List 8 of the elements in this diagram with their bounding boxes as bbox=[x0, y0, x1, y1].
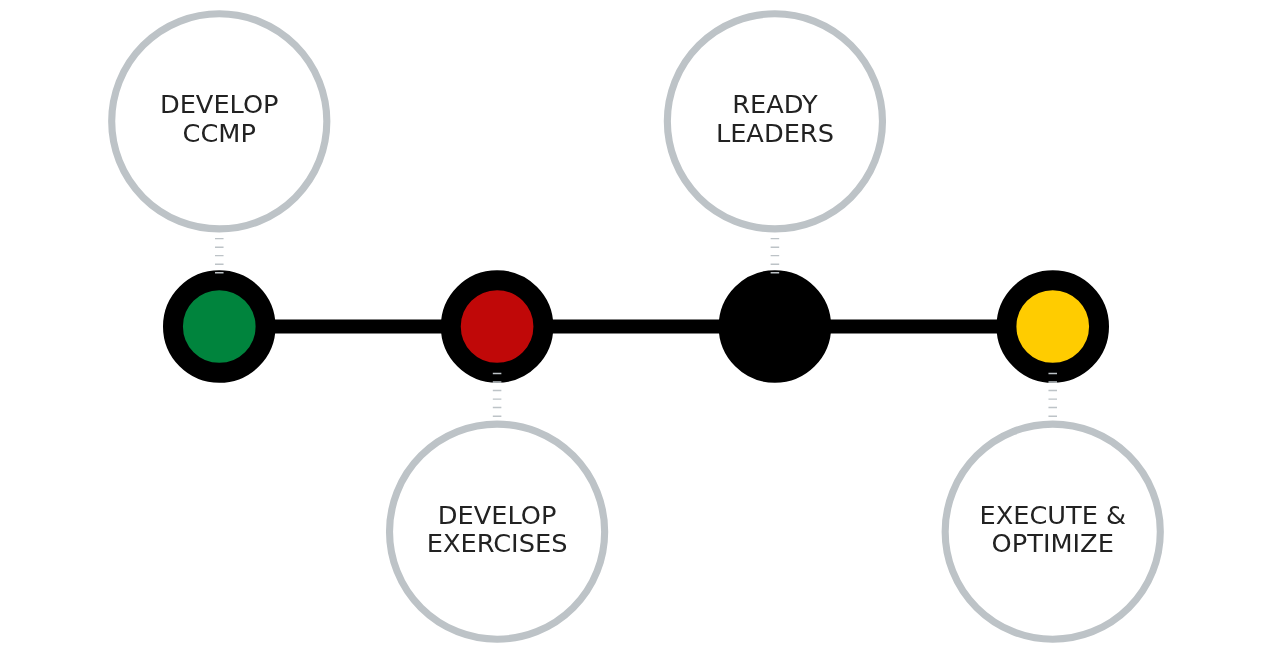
node-circle: EXECUTE & OPTIMIZE bbox=[941, 420, 1164, 643]
node-circle bbox=[995, 270, 1109, 383]
node-circle bbox=[718, 270, 831, 383]
node-circle bbox=[440, 270, 553, 383]
node-circle bbox=[162, 270, 276, 383]
node-circle: READY LEADERS bbox=[663, 10, 886, 233]
node-circle: DEVELOP EXERCISES bbox=[385, 420, 608, 643]
node-circle: DEVELOP CCMP bbox=[107, 10, 330, 233]
